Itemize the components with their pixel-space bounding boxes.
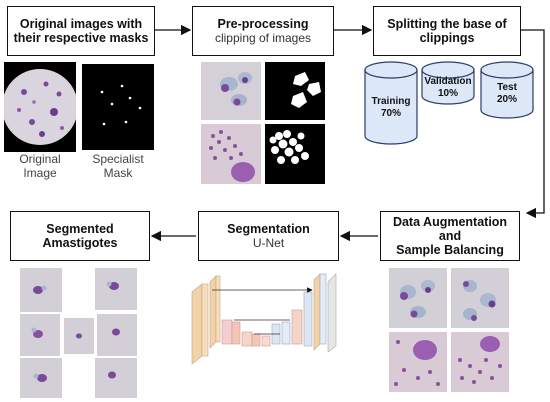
cylinder-training [364, 61, 418, 145]
segmented-line1: Segmented [46, 222, 114, 236]
cylinder-test [480, 61, 534, 119]
augmentation-thumb-bottom-left [389, 332, 447, 392]
box-splitting: Splitting the base of clippings [373, 6, 521, 56]
split-training-value: 70% [380, 108, 401, 119]
caption-specialist-mask: Specialist Mask [82, 152, 154, 180]
segmented-thumb-2 [95, 268, 137, 310]
cylinder-validation [421, 61, 475, 105]
box-original-images: Original images with their respective ma… [7, 6, 155, 56]
preprocessing-subtitle: clipping of images [214, 31, 312, 45]
caption-specialist-mask-line2: Mask [103, 166, 133, 180]
box-segmented: Segmented Amastigotes [10, 211, 150, 261]
augmentation-thumb-top-left [389, 268, 447, 328]
box-augmentation: Data Augmentation and Sample Balancing [380, 211, 520, 261]
original-image-thumbnail [4, 62, 76, 152]
split-validation: Validation 10% [420, 76, 476, 100]
segmented-thumb-6 [20, 358, 62, 398]
segmented-thumb-5 [97, 314, 137, 356]
preprocessing-title: Pre-processing [217, 17, 309, 31]
caption-original-image-line2: Image [23, 166, 57, 180]
augmentation-line2: Sample Balancing [396, 243, 504, 257]
segmented-line2: Amastigotes [42, 236, 118, 250]
split-test-value: 20% [496, 94, 517, 105]
augmentation-thumb-top-right [451, 268, 509, 328]
segmentation-subtitle: U-Net [252, 236, 285, 250]
original-images-line1: Original images with [19, 17, 143, 31]
split-validation-label: Validation [424, 76, 472, 87]
box-preprocessing: Pre-processing clipping of images [192, 6, 334, 56]
original-images-line2: their respective masks [13, 31, 149, 45]
segmented-thumb-1 [20, 268, 62, 312]
split-training-label: Training [371, 96, 411, 107]
segmented-thumb-7 [95, 358, 137, 398]
specialist-mask-thumbnail [82, 64, 154, 150]
caption-specialist-mask-line1: Specialist [92, 152, 144, 166]
augmentation-thumb-bottom-right [451, 332, 509, 392]
split-test: Test 20% [481, 82, 533, 106]
segmentation-title: Segmentation [227, 222, 310, 236]
segmented-thumb-4 [64, 318, 94, 354]
caption-original-image-line1: Original [19, 152, 61, 166]
clipping-mask-bottom-right [265, 124, 325, 184]
splitting-line2: clippings [419, 31, 475, 45]
splitting-line1: Splitting the base of [387, 17, 507, 31]
segmented-thumb-3 [20, 314, 60, 356]
clipping-image-bottom-left [201, 124, 261, 184]
box-segmentation: Segmentation U-Net [198, 211, 339, 261]
split-training: Training 70% [365, 96, 417, 120]
augmentation-line1: Data Augmentation and [392, 215, 508, 243]
clipping-image-top-left [201, 62, 261, 120]
split-test-label: Test [497, 82, 517, 93]
caption-original-image: Original Image [4, 152, 76, 180]
clipping-mask-top-right [265, 62, 325, 120]
arrow-splitting-to-augmentation [521, 29, 545, 219]
split-validation-value: 10% [437, 88, 458, 99]
